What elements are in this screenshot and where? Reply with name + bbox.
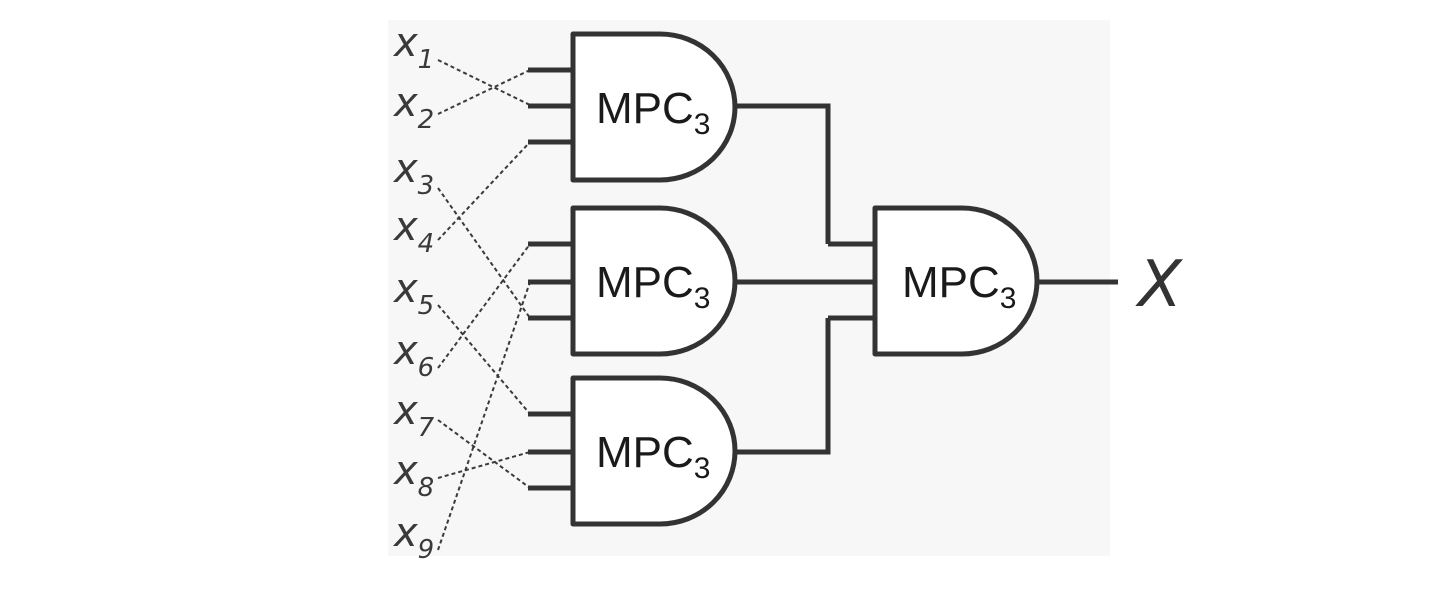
gate-2-body [570, 205, 738, 357]
wire-x4 [437, 141, 531, 241]
input-labels: x1 x2 x3 x4 x5 x6 x7 x8 x9 [392, 20, 435, 565]
gate-3-label: MPC3 [596, 428, 710, 485]
wire-x8 [437, 451, 531, 479]
input-label-2: x2 [392, 80, 434, 135]
input-wires [437, 59, 531, 551]
gate-pins [528, 67, 875, 491]
wire-x3 [437, 187, 531, 319]
wire-x6 [437, 243, 531, 369]
gate-3: MPC3 [570, 375, 738, 527]
input-label-5: x5 [392, 266, 434, 321]
gate-1-body [570, 31, 738, 183]
input-label-8: x8 [392, 448, 434, 503]
wire-x9 [437, 281, 531, 551]
input-label-6: x6 [392, 328, 434, 383]
input-label-7: x7 [392, 388, 435, 443]
gate-2: MPC3 [570, 205, 738, 357]
input-label-3: x3 [392, 146, 434, 201]
input-label-9: x9 [392, 510, 434, 565]
input-label-4: x4 [392, 204, 434, 259]
gate-1-label: MPC3 [596, 84, 710, 141]
output-label: X [1135, 248, 1183, 322]
gate-final: MPC3 [872, 205, 1040, 357]
gate-final-body [872, 205, 1040, 357]
gate-final-label: MPC3 [902, 258, 1016, 315]
gate-2-label: MPC3 [596, 258, 710, 315]
gate-wires [735, 103, 1118, 455]
wire-gate1-to-final [735, 103, 831, 244]
wire-x7 [437, 419, 531, 489]
gate-1: MPC3 [570, 31, 738, 183]
gate-3-body [570, 375, 738, 527]
wire-x1 [437, 59, 531, 106]
wire-gate3-to-final [735, 318, 831, 455]
input-label-1: x1 [392, 20, 434, 75]
wire-x5 [437, 304, 531, 415]
wire-x2 [437, 69, 531, 115]
